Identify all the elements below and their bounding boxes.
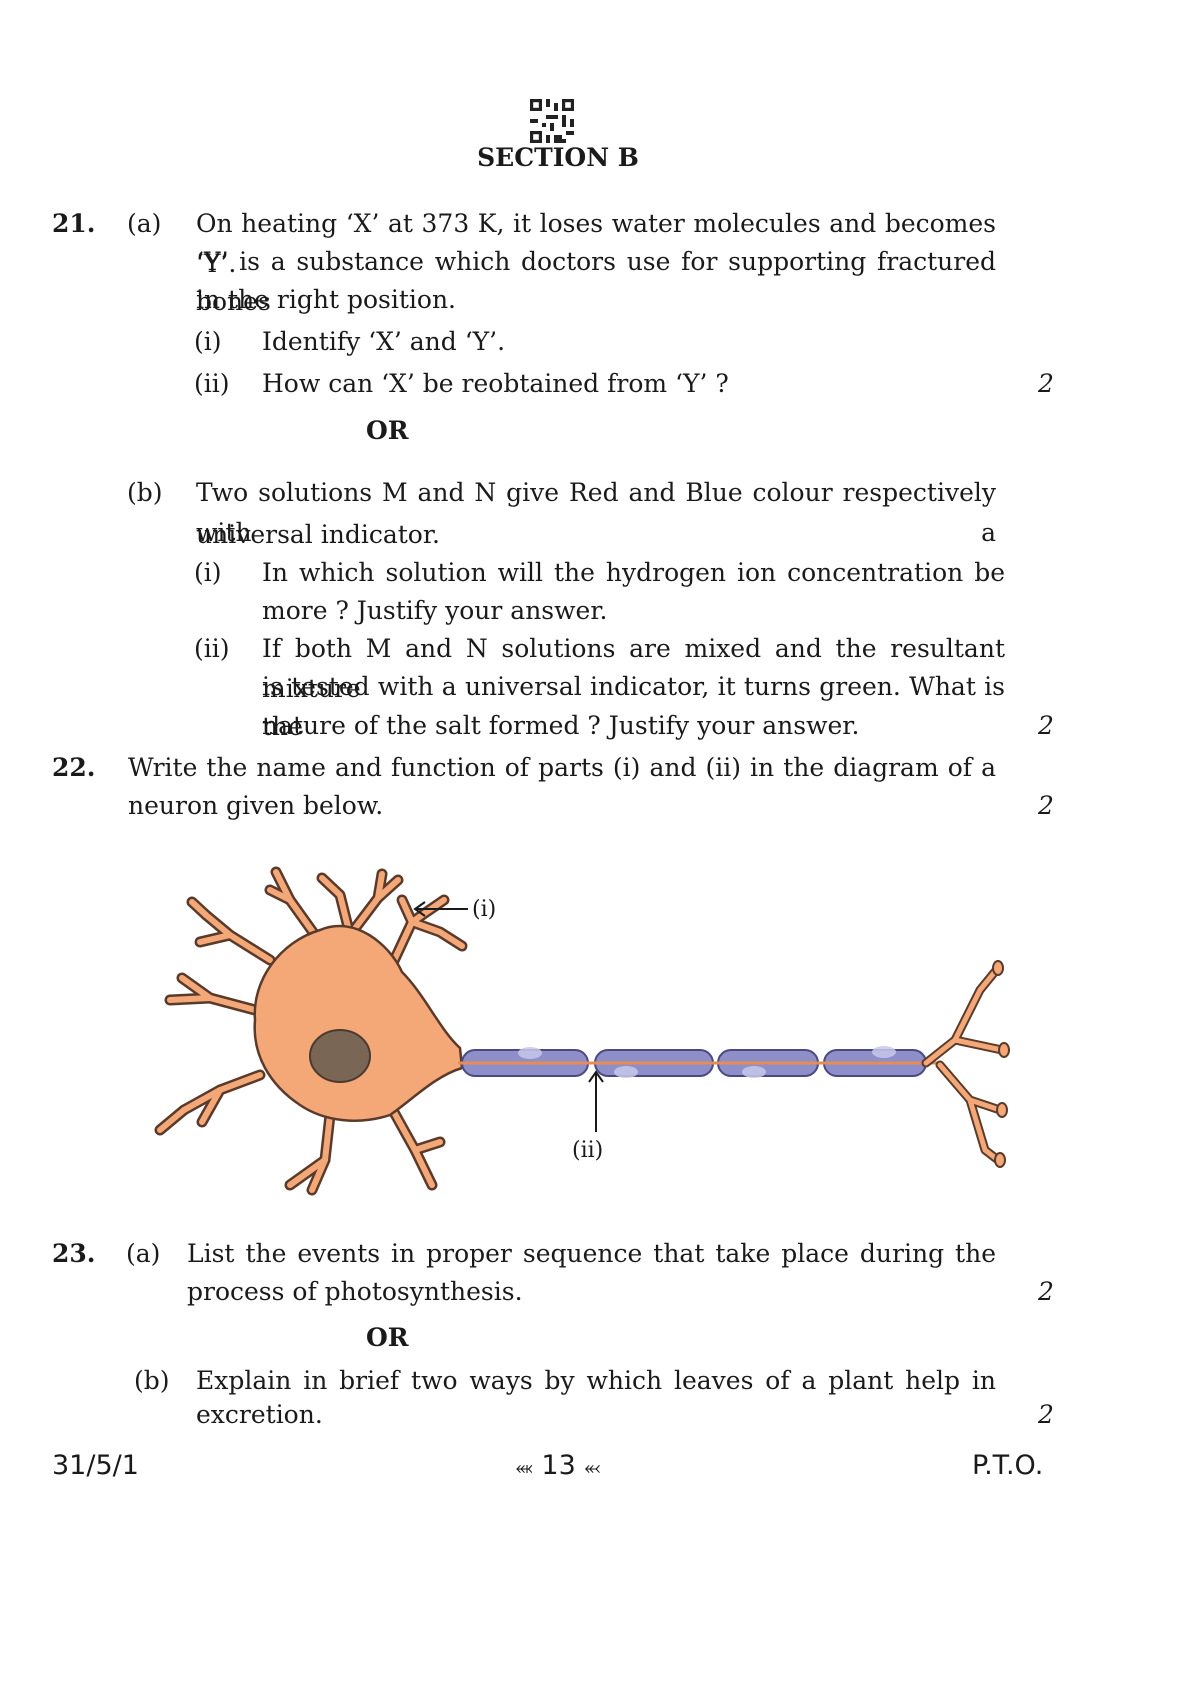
q21a-sub-ii-text: How can ‘X’ be reobtained from ‘Y’ ?: [262, 369, 729, 398]
q21a-line-1: On heating ‘X’ at 373 K, it loses water …: [196, 209, 996, 278]
q21b-line-2: universal indicator.: [196, 520, 440, 549]
q23a-line-2: process of photosynthesis.: [187, 1277, 523, 1306]
q21b-sub-i-label: (i): [194, 558, 222, 587]
q21-part-b-label: (b): [127, 478, 163, 507]
q23b-marks: 2: [1038, 1400, 1054, 1429]
pointer-ii: [588, 1070, 604, 1132]
section-title: SECTION B: [477, 143, 639, 172]
paper-code: 31/5/1: [52, 1450, 139, 1481]
question-number-21: 21.: [52, 209, 96, 238]
q21a-sub-i-label: (i): [194, 327, 222, 356]
q22-line-2: neuron given below.: [128, 791, 384, 820]
q23a-marks: 2: [1038, 1277, 1054, 1306]
q23-part-a-label: (a): [126, 1239, 161, 1268]
q21b-sub-i-line-2: more ? Justify your answer.: [262, 596, 608, 625]
q21b-sub-ii-label: (ii): [194, 634, 230, 663]
q21-part-a-label: (a): [127, 209, 162, 238]
q21b-marks: 2: [1038, 711, 1054, 740]
page-number-right-ornament-icon: ⬻: [584, 1455, 601, 1479]
please-turn-over: P.T.O.: [972, 1450, 1044, 1481]
pointer-i: [413, 901, 468, 917]
q21-or: OR: [366, 416, 409, 445]
neuron-diagram: (i) (ii): [154, 866, 1010, 1196]
q22-line-1: Write the name and function of parts (i)…: [128, 753, 996, 782]
q21b-line-1: Two solutions M and N give Red and Blue …: [196, 478, 996, 547]
q23-or: OR: [366, 1323, 409, 1352]
q21b-sub-ii-line-1: If both M and N solutions are mixed and …: [262, 634, 1005, 703]
q21a-marks: 2: [1038, 369, 1054, 398]
question-number-23: 23.: [52, 1239, 96, 1268]
diagram-label-i: (i): [472, 897, 496, 922]
q21b-sub-ii-line-2: is tested with a universal indicator, it…: [262, 672, 1005, 741]
page-number-wrap: ⬼ 13 ⬻: [0, 1450, 1116, 1481]
page-number-left-ornament-icon: ⬼: [515, 1455, 533, 1479]
q21b-sub-ii-line-3: nature of the salt formed ? Justify your…: [262, 711, 860, 740]
page-number: 13: [541, 1450, 576, 1481]
q23-part-b-label: (b): [134, 1366, 170, 1395]
q21a-sub-i-text: Identify ‘X’ and ‘Y’.: [262, 327, 506, 356]
diagram-label-ii: (ii): [572, 1138, 603, 1163]
q22-marks: 2: [1038, 791, 1054, 820]
q23a-line-1: List the events in proper sequence that …: [187, 1239, 996, 1268]
q21b-sub-i-line-1: In which solution will the hydrogen ion …: [262, 558, 1005, 587]
qr-code-icon: [530, 99, 574, 143]
q21a-line-2: ‘Y’ is a substance which doctors use for…: [196, 247, 996, 316]
q23b-line-2: excretion.: [196, 1400, 323, 1429]
q23b-line-1: Explain in brief two ways by which leave…: [196, 1366, 996, 1395]
question-number-22: 22.: [52, 753, 96, 782]
q21a-line-3: in the right position.: [196, 285, 456, 314]
q21a-sub-ii-label: (ii): [194, 369, 230, 398]
